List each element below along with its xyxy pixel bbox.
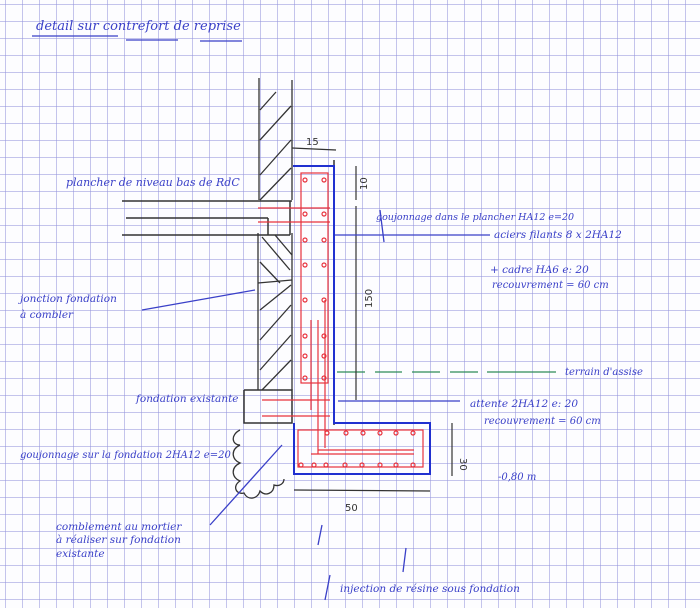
existing-wall [257, 78, 293, 391]
label-a-combler: à combler [20, 309, 74, 321]
label-profondeur: -0,80 m [498, 472, 536, 483]
svg-text:detail sur contrefort de repri: detail sur contrefort de reprise [36, 19, 241, 34]
label-aciers-filants: aciers filants 8 x 2HA12 [494, 229, 622, 241]
label-terrain: terrain d'assise [565, 367, 643, 378]
existing-soil-symbol [232, 429, 285, 499]
label-attente: attente 2HA12 e: 20 [470, 398, 578, 410]
svg-text:10: 10 [359, 177, 370, 190]
label-recouvrement-1: recouvrement = 60 cm [492, 280, 609, 291]
label-injection: injection de résine sous fondation [340, 583, 520, 595]
svg-text:30: 30 [457, 458, 468, 471]
svg-text:15: 15 [306, 137, 319, 148]
label-plancher: plancher de niveau bas de RdC [66, 176, 240, 189]
label-comblement-3: existante [56, 548, 105, 560]
label-recouvrement-2: recouvrement = 60 cm [484, 416, 601, 427]
svg-text:150: 150 [364, 289, 375, 308]
floor-slab [122, 200, 292, 236]
svg-text:50: 50 [345, 503, 358, 514]
label-comblement-1: comblement au mortier [56, 521, 182, 533]
title: detail sur contrefort de reprise [32, 19, 242, 42]
leader-lines [141, 209, 490, 601]
label-goujonnage-plancher: goujonnage dans le plancher HA12 e=20 [376, 212, 574, 223]
label-comblement-2: à réaliser sur fondation [56, 534, 181, 546]
labels: plancher de niveau bas de RdC goujonnage… [18, 176, 643, 595]
label-fondation-existante: fondation existante [135, 393, 239, 405]
label-jonction: jonction fondation [18, 293, 117, 305]
label-cadre: + cadre HA6 e: 20 [490, 264, 589, 276]
label-goujonnage-fondation: goujonnage sur la fondation 2HA12 e=20 [20, 450, 231, 461]
rebar-cage [258, 172, 424, 468]
dimension-lines [291, 147, 453, 492]
new-buttress-outline [293, 165, 431, 475]
